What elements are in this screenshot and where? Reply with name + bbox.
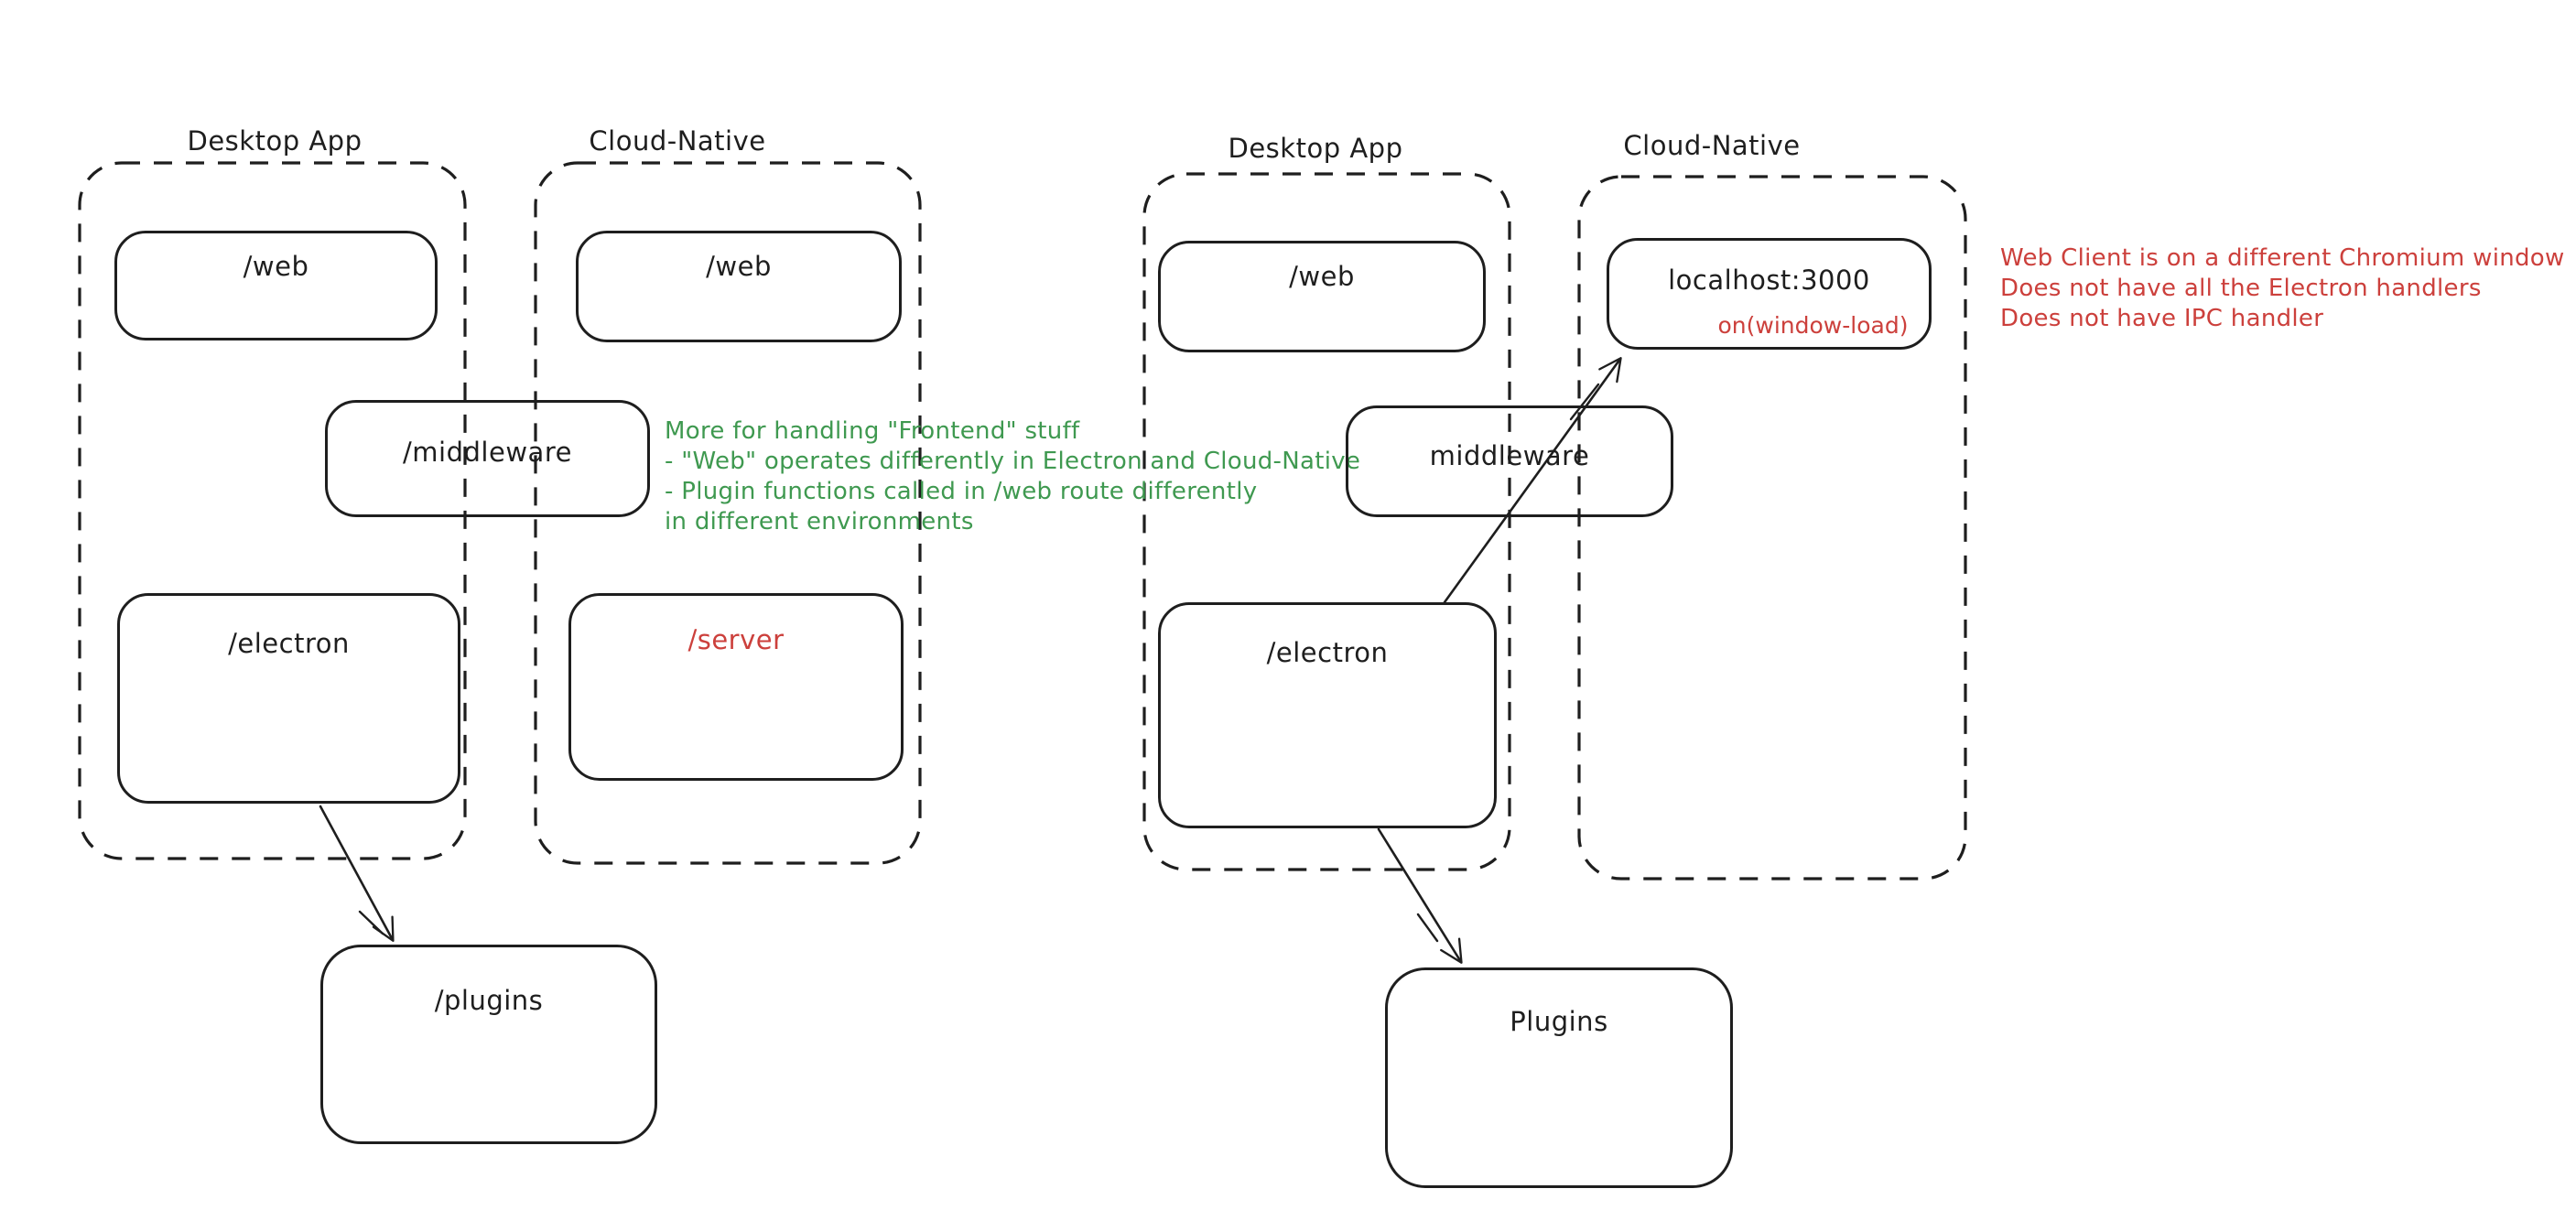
box-web-left-cloud-label: /web bbox=[706, 251, 772, 282]
note-frontend-green-line: - "Web" operates differently in Electron… bbox=[665, 448, 1361, 475]
sketch-stroke bbox=[1416, 913, 1439, 943]
box-plugins-right[interactable]: Plugins bbox=[1385, 967, 1733, 1188]
box-localhost-3000[interactable]: localhost:3000 on(window-load) bbox=[1607, 238, 1932, 350]
box-electron-right[interactable]: /electron bbox=[1158, 602, 1497, 828]
box-web-left-desktop[interactable]: /web bbox=[114, 231, 438, 340]
box-web-left-desktop-label: /web bbox=[243, 251, 309, 282]
box-electron-left-label: /electron bbox=[228, 628, 350, 659]
container-right-cloud-native[interactable] bbox=[1577, 175, 1967, 881]
arrow-electron-to-plugins-right[interactable] bbox=[1377, 827, 1463, 964]
box-web-right-desktop[interactable]: /web bbox=[1158, 241, 1486, 352]
note-frontend-green[interactable]: More for handling "Frontend" stuff - "We… bbox=[665, 416, 1360, 537]
container-left-desktop-app[interactable] bbox=[78, 161, 467, 860]
box-middleware-right-label: middleware bbox=[1429, 440, 1590, 471]
note-web-client-red[interactable]: Web Client is on a different Chromium wi… bbox=[2000, 243, 2565, 334]
window-load-label: on(window-load) bbox=[1717, 311, 1909, 339]
box-electron-right-label: /electron bbox=[1266, 637, 1389, 668]
container-right-desktop-app[interactable] bbox=[1142, 172, 1511, 871]
box-middleware-left-label: /middleware bbox=[403, 437, 572, 468]
box-electron-left[interactable]: /electron bbox=[117, 593, 460, 804]
note-frontend-green-line: More for handling "Frontend" stuff bbox=[665, 417, 1080, 445]
note-web-client-red-line: Does not have IPC handler bbox=[2000, 305, 2324, 332]
container-left-cloud-native[interactable] bbox=[534, 161, 922, 865]
box-server-left[interactable]: /server bbox=[568, 593, 904, 781]
title-right-cloud-native[interactable]: Cloud-Native bbox=[1623, 130, 1801, 161]
note-frontend-green-line: - Plugin functions called in /web route … bbox=[665, 478, 1258, 505]
box-plugins-left-label: /plugins bbox=[434, 985, 544, 1016]
box-localhost-3000-label: localhost:3000 bbox=[1668, 265, 1870, 297]
note-frontend-green-line: in different environments bbox=[665, 508, 974, 535]
arrow-electron-to-plugins-left[interactable] bbox=[319, 805, 395, 942]
box-web-left-cloud[interactable]: /web bbox=[576, 231, 902, 342]
title-right-desktop-app[interactable]: Desktop App bbox=[1228, 133, 1403, 164]
box-server-left-label: /server bbox=[687, 624, 785, 655]
sketch-stroke bbox=[1569, 383, 1600, 421]
title-left-cloud-native[interactable]: Cloud-Native bbox=[589, 125, 766, 157]
box-middleware-left[interactable]: /middleware bbox=[325, 400, 650, 517]
box-plugins-right-label: Plugins bbox=[1510, 1006, 1608, 1037]
sketch-stroke bbox=[358, 910, 384, 935]
box-plugins-left[interactable]: /plugins bbox=[320, 945, 657, 1144]
box-web-right-desktop-label: /web bbox=[1289, 261, 1355, 292]
title-left-desktop-app[interactable]: Desktop App bbox=[187, 125, 363, 157]
note-web-client-red-line: Web Client is on a different Chromium wi… bbox=[2000, 244, 2565, 272]
arrow-electron-to-localhost[interactable] bbox=[1443, 357, 1622, 604]
note-web-client-red-line: Does not have all the Electron handlers bbox=[2000, 275, 2482, 302]
box-middleware-right[interactable]: middleware bbox=[1346, 405, 1673, 517]
